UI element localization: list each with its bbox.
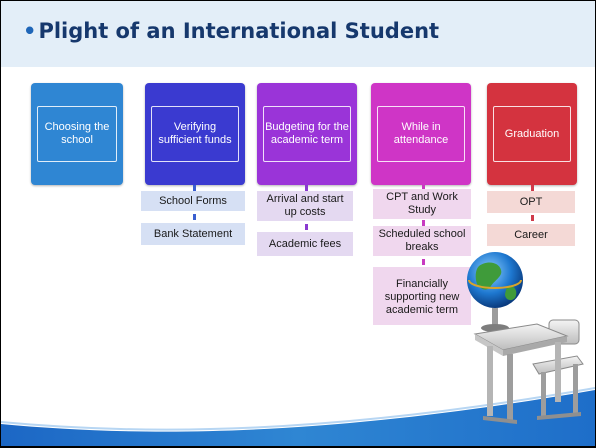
connector	[193, 185, 196, 191]
step-verifying-funds: Verifying sufficient funds	[145, 83, 245, 185]
connector	[422, 259, 425, 265]
sub-item-career: Career	[487, 224, 575, 246]
sub-item-arrival-costs: Arrival and start up costs	[257, 191, 353, 221]
sub-item-school-forms: School Forms	[141, 191, 245, 211]
sub-item-school-breaks: Scheduled school breaks	[373, 226, 471, 256]
sub-item-bank-statement: Bank Statement	[141, 223, 245, 245]
connector	[422, 220, 425, 226]
step-while-in-attendance: While in attendance	[371, 83, 471, 185]
sub-item-academic-fees: Academic fees	[257, 232, 353, 256]
globe-on-school-desk-icon	[467, 252, 584, 424]
step-graduation: Graduation	[487, 83, 577, 185]
connector	[531, 215, 534, 221]
title-band	[1, 1, 595, 67]
title-bullet: •	[23, 19, 37, 43]
step-label: While in attendance	[393, 121, 449, 146]
step-label: Choosing the school	[44, 121, 110, 146]
step-label: Budgeting for the academic term	[265, 121, 349, 146]
step-label: Verifying sufficient funds	[158, 121, 232, 146]
connector	[193, 214, 196, 220]
title-text: Plight of an International Student	[38, 19, 440, 43]
connector	[305, 185, 308, 191]
connector	[305, 224, 308, 230]
step-budgeting: Budgeting for the academic term	[257, 83, 357, 185]
sub-item-opt: OPT	[487, 191, 575, 213]
step-choosing-school: Choosing the school	[31, 83, 123, 185]
connector	[531, 185, 534, 191]
connector	[422, 185, 425, 191]
sub-item-financial-support: Financially supporting new academic term	[373, 267, 471, 325]
slide-title: •Plight of an International Student	[23, 19, 439, 43]
step-label: Graduation	[504, 127, 560, 140]
sub-item-cpt-work-study: CPT and Work Study	[373, 189, 471, 219]
